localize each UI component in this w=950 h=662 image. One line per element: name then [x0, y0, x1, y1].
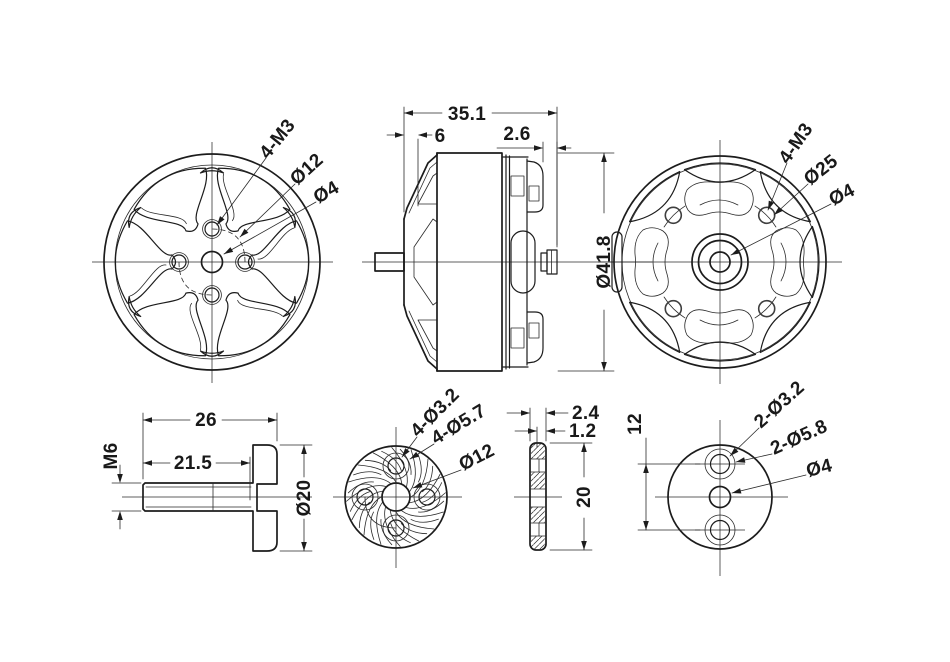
dim-overall-length-text: 35.1: [448, 104, 486, 125]
dim-washer-step: 1.2: [514, 421, 596, 448]
wire-window: [510, 230, 536, 294]
front-screw-holes: [169, 219, 255, 305]
dim-mount-thickness: 2.6: [496, 124, 572, 248]
back-bolt-circle-label: Ø25: [800, 151, 842, 190]
wire-exit-slot: [611, 231, 623, 293]
dim-hole-spacing: 12: [625, 413, 701, 531]
washer-labels: 2-Ø3.2 2-Ø5.8 Ø4: [728, 377, 835, 496]
back-screw-holes: [664, 206, 776, 318]
dim-thread-length: 21.5: [142, 453, 251, 501]
dim-flange-diameter: Ø20: [279, 444, 315, 552]
washer-center-hole-label: Ø4: [804, 455, 834, 482]
dim-washer-step-text: 1.2: [569, 421, 596, 442]
base-labels: 4-Ø3.2 4-Ø5.7 Ø12: [399, 384, 498, 491]
front-shaft-hole: [200, 250, 224, 274]
dim-washer-diameter-text: 20: [574, 486, 595, 508]
base-screw-holes: [351, 452, 441, 542]
dim-thread-size-text: M6: [101, 443, 122, 470]
back-pocket-cutouts: [634, 181, 805, 344]
side-view: 35.1 6 2.6 Ø41.8: [362, 104, 652, 372]
front-rotor-view: 4-M3 Ø12 Ø4: [92, 115, 343, 383]
stator-and-mount: [502, 154, 558, 370]
front-labels: 4-M3 Ø12 Ø4: [214, 115, 343, 257]
back-hub: [691, 233, 749, 291]
dim-adapter-length-text: 26: [195, 410, 217, 431]
dim-washer-diameter: 20: [549, 442, 595, 551]
dim-hole-spacing-text: 12: [625, 413, 646, 435]
dim-mount-thickness-text: 2.6: [503, 124, 530, 145]
shaft-retainer: [546, 249, 558, 275]
washer-section-view: 2.4 1.2 20: [506, 403, 599, 551]
base-center-hole: [381, 482, 411, 512]
back-thread-holes-label: 4-M3: [775, 119, 818, 167]
dim-bell-depth: 6: [386, 126, 446, 207]
front-shaft-label: Ø4: [310, 177, 343, 208]
washer-section-hatch: [529, 444, 547, 549]
washer-section-body: [529, 442, 547, 551]
base-center-hole-label: Ø12: [456, 440, 498, 475]
motor-can: [436, 152, 503, 372]
dim-washer-thickness-text: 2.4: [572, 403, 599, 424]
rotor-spoke-pattern: [114, 157, 310, 367]
back-mount-view: 4-M3 Ø25 Ø4: [598, 119, 859, 384]
washer-screw-holes: [704, 448, 736, 546]
prop-adapter-body: [142, 444, 278, 552]
mount-base-view: 4-Ø3.2 4-Ø5.7 Ø12: [333, 384, 498, 568]
washer-counterbores-label: 2-Ø5.8: [767, 416, 830, 460]
washer-through-holes-label: 2-Ø3.2: [750, 377, 809, 433]
dim-flange-diameter-text: Ø20: [294, 480, 315, 517]
dim-adapter-length: 26: [142, 410, 278, 480]
washer-face-view: 12 2-Ø3.2 2-Ø5.8 Ø4: [625, 377, 835, 576]
back-shaft-label: Ø4: [826, 180, 859, 211]
dim-washer-thickness: 2.4: [506, 403, 599, 442]
dim-bell-depth-text: 6: [435, 126, 446, 147]
washer-center-hole: [708, 485, 732, 509]
cooling-fins: [346, 447, 446, 547]
front-thread-holes-label: 4-M3: [256, 115, 300, 163]
prop-adapter-view: 26 21.5 M6 Ø20: [101, 410, 315, 552]
dim-thread-length-text: 21.5: [174, 453, 212, 474]
back-shaft-hole: [709, 251, 731, 273]
dim-thread-size: M6: [101, 443, 142, 530]
